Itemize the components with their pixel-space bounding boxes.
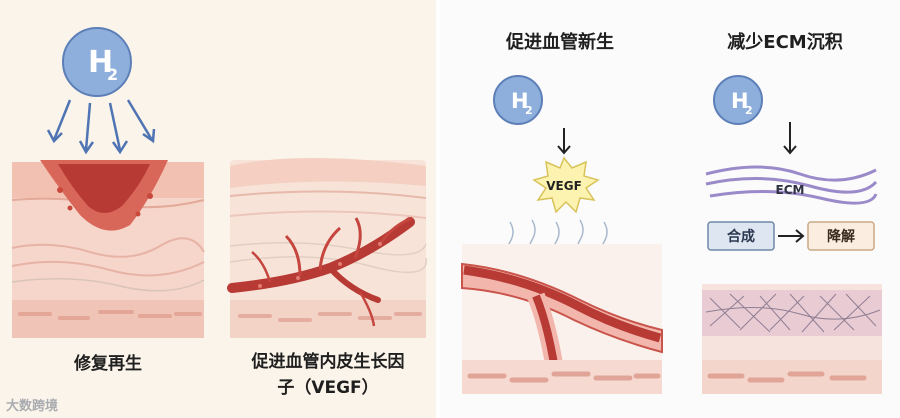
right-illustration: H 2 VEGF bbox=[461, 75, 882, 394]
degradation-box: 降解 bbox=[807, 221, 875, 251]
h2-molecule-icon-ecm: H 2 bbox=[713, 75, 763, 125]
down-arrow-icon bbox=[557, 128, 571, 155]
caption-regeneration: 修复再生 bbox=[74, 354, 142, 374]
h2-label-right: H bbox=[511, 89, 529, 113]
down-arrow-icon-ecm bbox=[783, 122, 797, 155]
blood-vessel-block bbox=[461, 244, 663, 394]
h2-label: H bbox=[88, 45, 113, 80]
h2-label-ecm: H bbox=[731, 89, 749, 113]
right-panel: 促进血管新生 减少ECM沉积 H 2 VEGF bbox=[440, 0, 900, 418]
title-ecm: 减少ECM沉积 bbox=[727, 32, 843, 53]
ecm-tissue-block bbox=[702, 284, 882, 394]
vessel-skin-block bbox=[227, 158, 427, 338]
h2-subscript: 2 bbox=[107, 65, 118, 84]
synthesis-label: 合成 bbox=[727, 228, 755, 245]
title-angiogenesis: 促进血管新生 bbox=[506, 32, 614, 53]
wound-skin-block bbox=[11, 160, 205, 338]
h2-subscript-right: 2 bbox=[525, 104, 533, 117]
right-arrow-icon bbox=[778, 229, 805, 243]
left-panel: H 2 bbox=[0, 0, 436, 418]
ecm-fibers-icon bbox=[705, 165, 878, 205]
vegf-label: VEGF bbox=[546, 179, 582, 193]
h2-subscript-ecm: 2 bbox=[745, 104, 753, 117]
h2-molecule-icon: H 2 bbox=[62, 27, 132, 97]
vegf-starburst-icon: VEGF bbox=[532, 156, 600, 214]
h2-arrows-icon bbox=[46, 99, 156, 155]
ecm-label: ECM bbox=[776, 183, 805, 197]
left-illustration: H 2 bbox=[11, 27, 427, 338]
synthesis-box: 合成 bbox=[707, 221, 775, 251]
caption-angiogenesis-line2: 子（VEGF） bbox=[277, 378, 379, 398]
panel-divider bbox=[436, 0, 440, 418]
watermark-logo: 大数跨境 bbox=[6, 399, 59, 414]
degradation-label: 降解 bbox=[827, 228, 855, 245]
h2-molecule-icon: H 2 bbox=[493, 75, 543, 125]
caption-angiogenesis-line1: 促进血管内皮生长因 bbox=[251, 352, 405, 372]
